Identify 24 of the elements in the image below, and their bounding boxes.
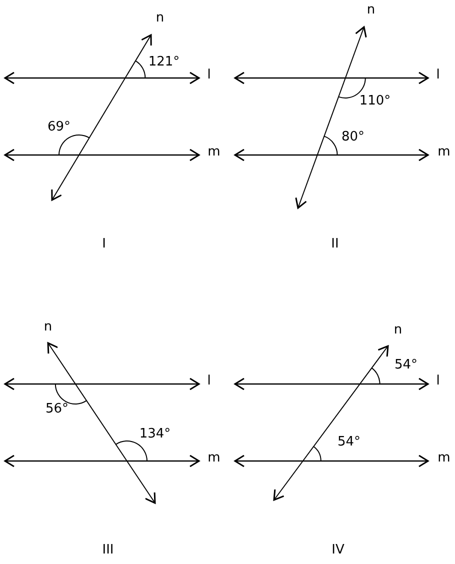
line-name: l [207, 68, 211, 82]
figure-number: II [331, 238, 339, 250]
line-name: n [366, 4, 376, 16]
line-name: m [208, 146, 220, 158]
line-name: m [208, 452, 220, 464]
line-name: m [438, 146, 450, 158]
figure-number: III [102, 544, 114, 556]
line-name: n [394, 324, 402, 336]
figure-number: IV [332, 544, 344, 556]
angle-label: 134° [139, 428, 171, 440]
angle-label: 56° [45, 402, 69, 416]
angle-label: 69° [47, 120, 71, 134]
angle-label: 54° [394, 358, 418, 372]
angle-label: 80° [341, 130, 365, 144]
line-name: m [438, 452, 450, 464]
figure-number: I [102, 238, 106, 250]
line-name: l [436, 374, 440, 388]
angle-label: 110° [359, 94, 391, 108]
angle-label: 121° [148, 56, 180, 68]
angle-label: 54° [337, 436, 361, 448]
line-name: n [44, 320, 52, 334]
line-name: l [207, 374, 211, 388]
line-name: l [436, 68, 440, 82]
line-name: n [156, 12, 164, 24]
